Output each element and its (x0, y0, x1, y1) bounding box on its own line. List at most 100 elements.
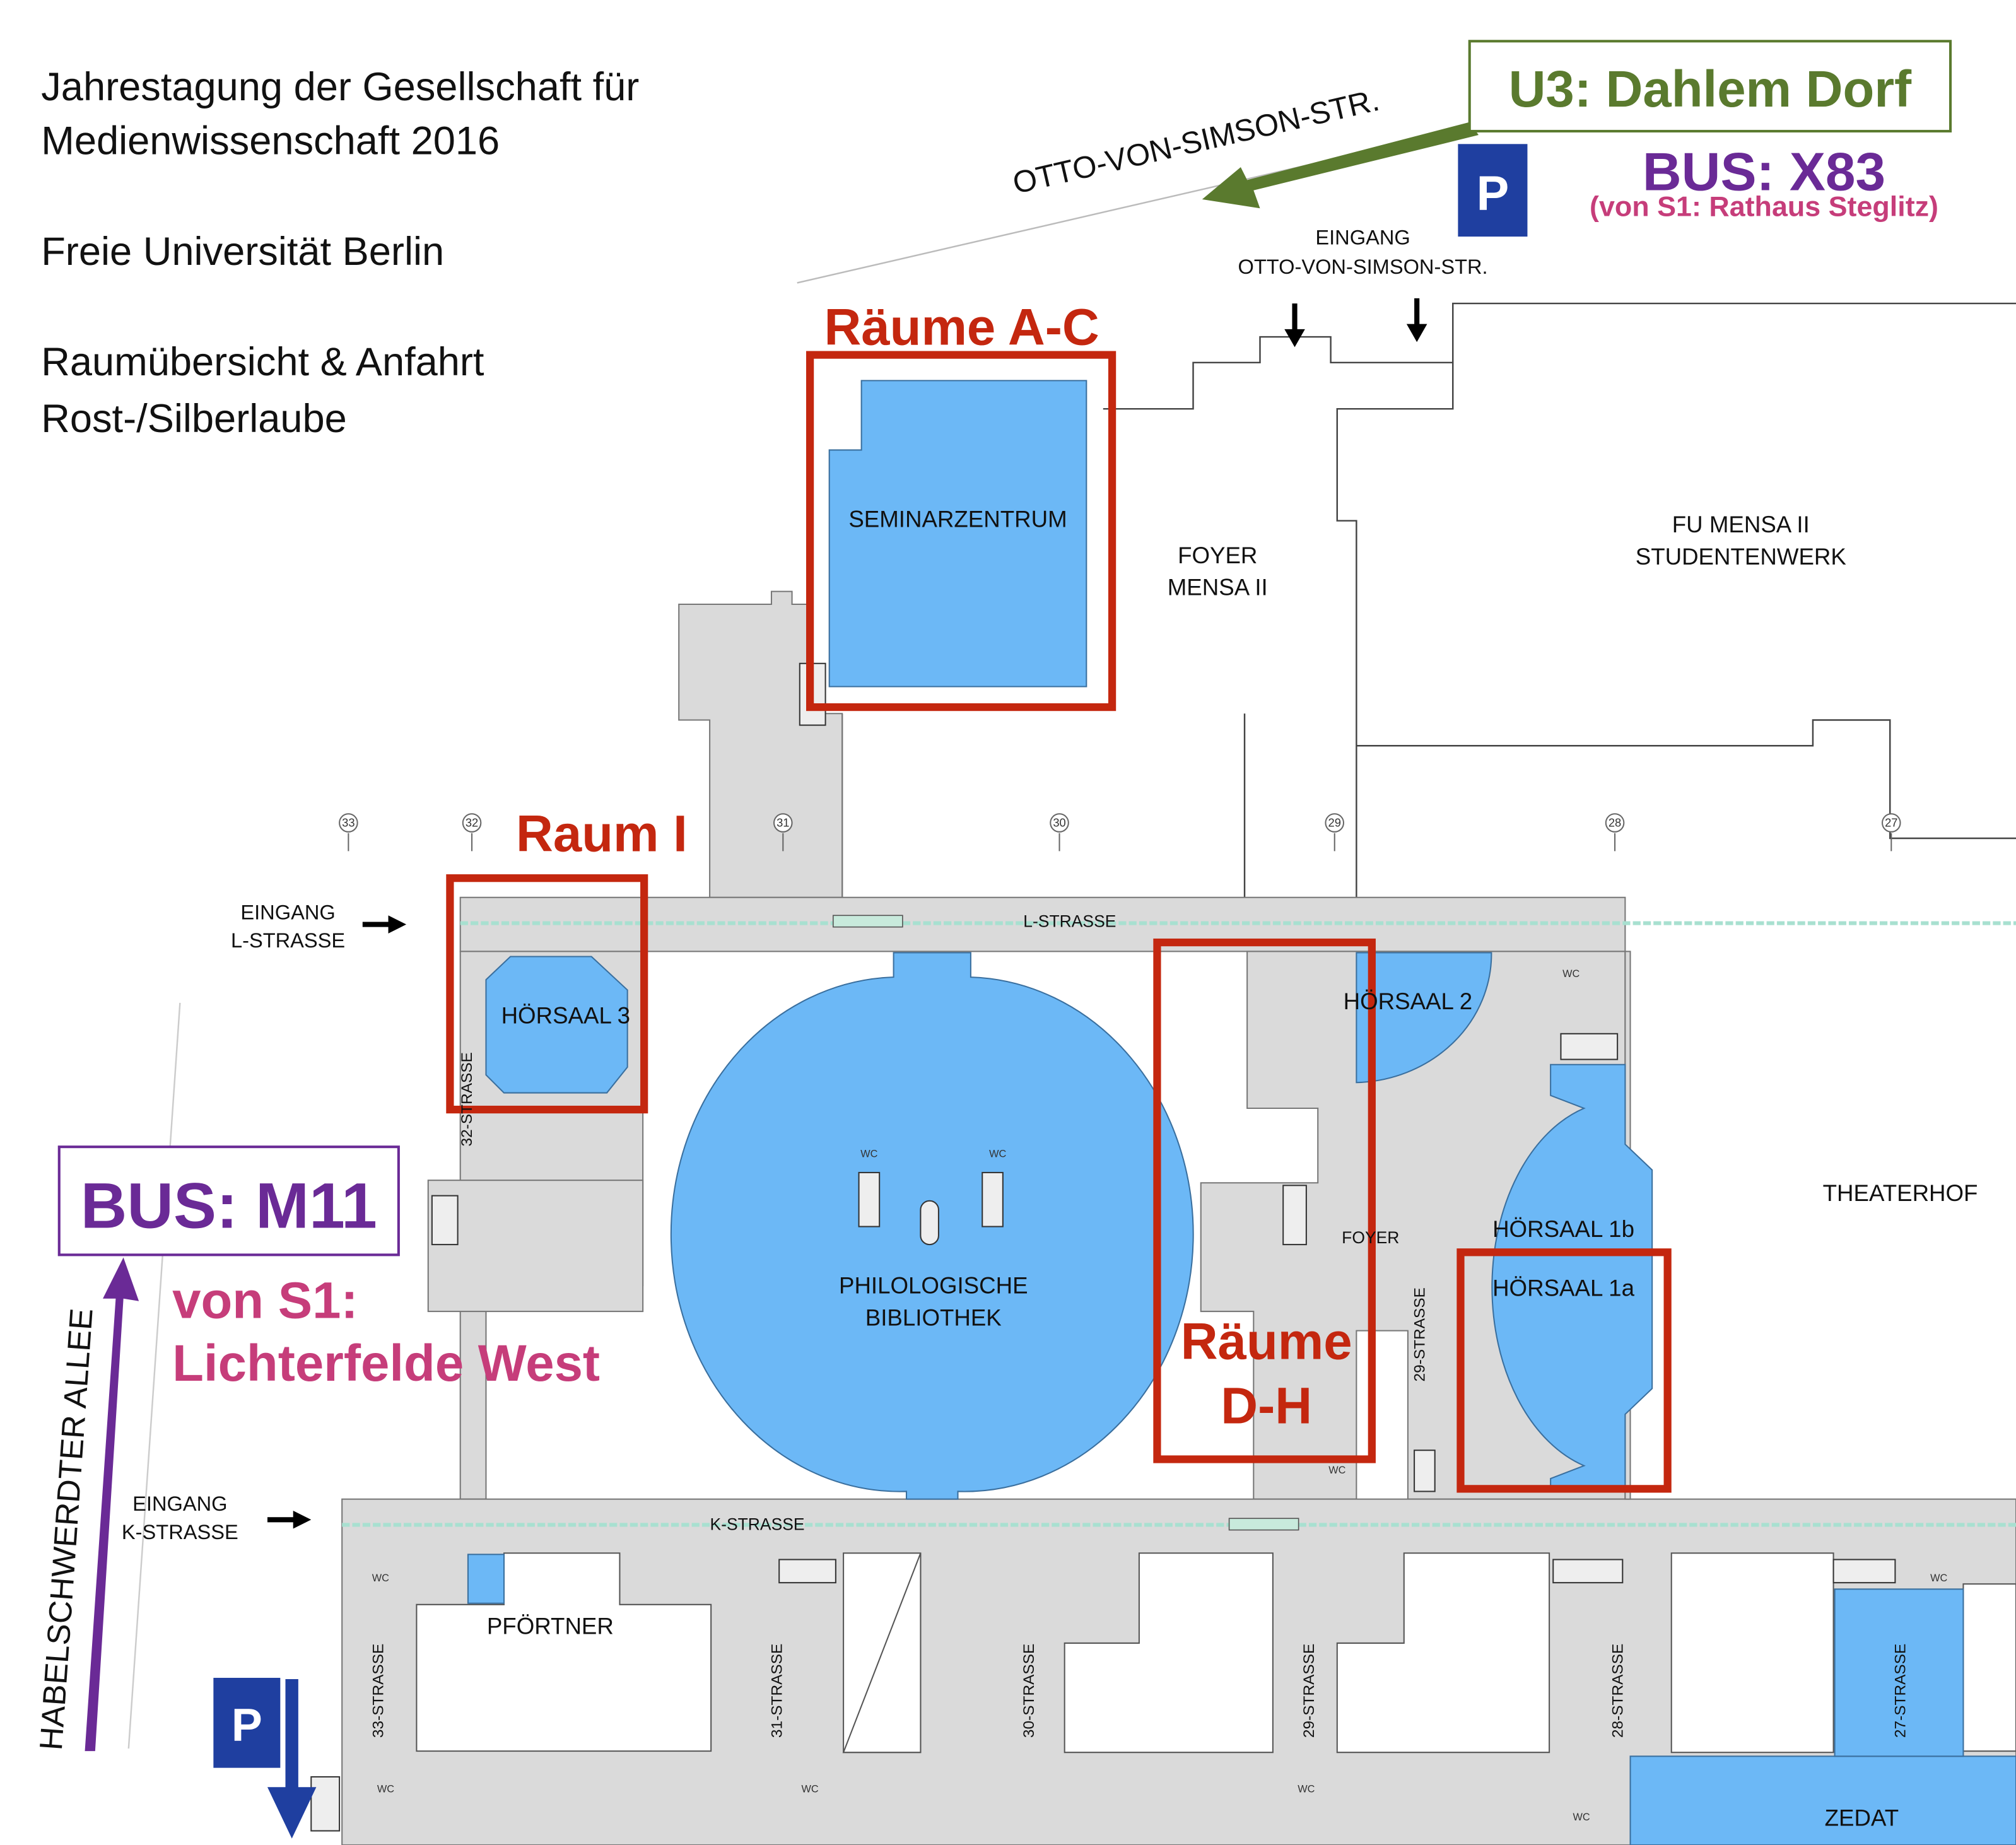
foyer-mensa-label-2: MENSA II (1168, 575, 1268, 600)
m11-direction-arrow (85, 1257, 139, 1752)
zedat-label: ZEDAT (1825, 1805, 1899, 1830)
title-line-2: Medienwissenschaft 2016 (41, 119, 500, 163)
wc-label: WC (1930, 1573, 1947, 1584)
32-strasse-label: 32-STRASSE (459, 1052, 476, 1146)
philbib-label-2: BIBLIOTHEK (865, 1304, 1002, 1330)
bus-m11-from-2: Lichterfelde West (172, 1335, 600, 1392)
otto-von-simson-street: OTTO-VON-SIMSON-STR. (1010, 83, 1383, 201)
bus-m11-from-1: von S1: (172, 1272, 358, 1329)
foyer-label: FOYER (1342, 1228, 1399, 1247)
raum-i-box (446, 874, 648, 1114)
29-strasse-label: 29-STRASSE (1411, 1287, 1428, 1381)
foyer-mensa-label-1: FOYER (1178, 542, 1257, 568)
bus-m11-label: BUS: M11 (81, 1170, 377, 1242)
corridor-lines (342, 921, 2016, 1527)
parking-bottom: P (213, 1677, 281, 1768)
hoersaal-1b-1a-room (1491, 1063, 1653, 1492)
eingang-l-line-1: EINGANG (240, 900, 335, 923)
eingang-k-arrow (267, 1511, 312, 1529)
eingang-otto-arrow-2 (1406, 298, 1427, 343)
axis-marker-32: 32 (466, 816, 478, 829)
title-line-3: Freie Universität Berlin (41, 230, 444, 274)
raeume-d-h-label-2: D-H (1221, 1377, 1312, 1434)
axis-marker-29: 29 (1328, 816, 1341, 829)
bus-x83-label: BUS: X83 (1643, 143, 1885, 202)
eingang-otto-line-1: EINGANG (1315, 225, 1410, 249)
direction-arrows (85, 122, 1479, 1839)
title-line-1: Jahrestagung der Gesellschaft für (41, 65, 639, 109)
stair-symbols (310, 662, 1896, 1832)
31-strasse-label: 31-STRASSE (768, 1644, 785, 1738)
room-labels: SEMINARZENTRUM FOYER MENSA II FU MENSA I… (487, 507, 1978, 1831)
parking-top: P (1458, 144, 1528, 237)
vertical-street-labels: 32-STRASSE 29-STRASSE 33-STRASSE 31-STRA… (370, 1052, 1909, 1738)
hoersaal-1a-label: HÖRSAAL 1a (1492, 1275, 1634, 1301)
33-strasse-label: 33-STRASSE (370, 1644, 387, 1738)
raeume-a-c-box (806, 351, 1116, 712)
axis-marker-31: 31 (777, 816, 789, 829)
wc-label: WC (1562, 968, 1579, 980)
29-strasse-lower-label: 29-STRASSE (1301, 1644, 1318, 1738)
seminarzentrum-label: SEMINARZENTRUM (848, 507, 1067, 532)
philbib-label-1: PHILOLOGISCHE (839, 1273, 1028, 1299)
raeume-a-c-label: Räume A-C (824, 298, 1099, 356)
wc-label: WC (377, 1783, 394, 1795)
axis-marker-30: 30 (1053, 816, 1065, 829)
raeume-d-h-box (1153, 938, 1376, 1463)
parking-top-label: P (1477, 166, 1509, 220)
axis-marker-33: 33 (342, 816, 355, 829)
axis-marker-27: 27 (1885, 816, 1897, 829)
lower-blocks (416, 1552, 2016, 1754)
27-strasse-label: 27-STRASSE (1892, 1644, 1909, 1738)
bus-x83-from: (von S1: Rathaus Steglitz) (1590, 190, 1938, 222)
raum-i-label: Raum I (516, 805, 688, 862)
k-strasse-ramp (1228, 1518, 1299, 1531)
axis-marker-28: 28 (1609, 816, 1621, 829)
raeume-d-h-label-1: Räume (1181, 1313, 1352, 1370)
axis-marker-group: 33 32 31 30 29 28 27 (339, 813, 1901, 852)
hoersaal-1b-label: HÖRSAAL 1b (1492, 1216, 1634, 1242)
eingang-otto-line-2: OTTO-VON-SIMSON-STR. (1238, 255, 1487, 278)
wc-label: WC (989, 1148, 1006, 1159)
wc-label: WC (802, 1783, 819, 1795)
wc-label: WC (372, 1573, 389, 1584)
wc-label: WC (1328, 1465, 1345, 1476)
mensa-label-1: FU MENSA II (1672, 512, 1810, 537)
mensa-label-2: STUDENTENWERK (1636, 544, 1847, 570)
pfoertner-label: PFÖRTNER (487, 1614, 614, 1639)
k-strasse-label: K-STRASSE (710, 1515, 804, 1534)
highlight-labels: Räume A-C Raum I Räume D-H (516, 298, 1352, 1434)
eingang-k-line-1: EINGANG (132, 1492, 227, 1515)
wc-label: WC (1573, 1812, 1590, 1823)
entrance-arrows (267, 298, 1427, 1529)
zedat-room (1629, 1755, 2016, 1845)
seminarzentrum-room (828, 380, 1087, 688)
u3-label: U3: Dahlem Dorf (1509, 61, 1912, 118)
eingang-k-line-2: K-STRASSE (122, 1520, 238, 1543)
l-strasse-label: L-STRASSE (1023, 912, 1116, 931)
m11-badge: BUS: M11 (57, 1145, 400, 1256)
title-block: Jahrestagung der Gesellschaft für Medien… (41, 65, 639, 441)
wc-label: WC (1298, 1783, 1315, 1795)
hoersaal-2-room (1356, 952, 1492, 1084)
28-strasse-label: 28-STRASSE (1609, 1644, 1626, 1738)
u3-direction-arrow (1202, 122, 1479, 209)
eingang-l-line-2: L-STRASSE (231, 928, 345, 952)
u3-badge: U3: Dahlem Dorf (1468, 40, 1952, 132)
parking-bottom-label: P (231, 1699, 262, 1751)
entrance-labels: EINGANG OTTO-VON-SIMSON-STR. EINGANG L-S… (122, 225, 1488, 1543)
highlight-boxes (446, 351, 1672, 1493)
eingang-l-arrow (362, 915, 407, 934)
wc-label: WC (860, 1148, 877, 1159)
wc-labels: WC WC WC WC WC WC WC WC WC WC (372, 968, 1948, 1823)
title-line-5: Rost-/Silberlaube (41, 397, 347, 441)
hoersaal-2-label: HÖRSAAL 2 (1344, 988, 1473, 1014)
l-strasse-ramp (832, 915, 903, 928)
hoersaal-3-room (485, 956, 628, 1094)
theaterhof-label: THEATERHOF (1823, 1180, 1978, 1206)
title-line-4: Raumübersicht & Anfahrt (41, 340, 484, 384)
pfoertner-blue (467, 1554, 505, 1604)
hoersaal-1a-box (1456, 1248, 1672, 1493)
hoersaal-3-label: HÖRSAAL 3 (501, 1003, 631, 1029)
